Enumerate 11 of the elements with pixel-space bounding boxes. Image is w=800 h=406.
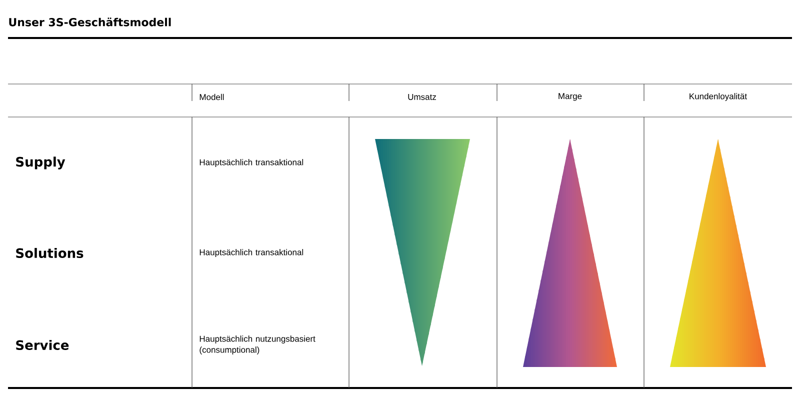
column-header: Umsatz bbox=[408, 94, 436, 100]
column-header: Marge bbox=[558, 93, 582, 101]
column-header: Kundenloyalität bbox=[690, 93, 747, 101]
row-header: Solutions bbox=[16, 248, 84, 258]
column-header: Modell bbox=[200, 94, 224, 100]
table-cell: Hauptsächlich transaktional bbox=[200, 249, 304, 257]
table-cell: Hauptsächlich transaktional bbox=[200, 159, 304, 167]
table-cell: Hauptsächlich nutzungsbasiert (consumptional) bbox=[200, 336, 316, 354]
title: Unser 3S-Geschäftsmodell bbox=[9, 18, 171, 26]
row-header: Supply bbox=[16, 156, 66, 170]
row-header: Service bbox=[16, 340, 69, 350]
